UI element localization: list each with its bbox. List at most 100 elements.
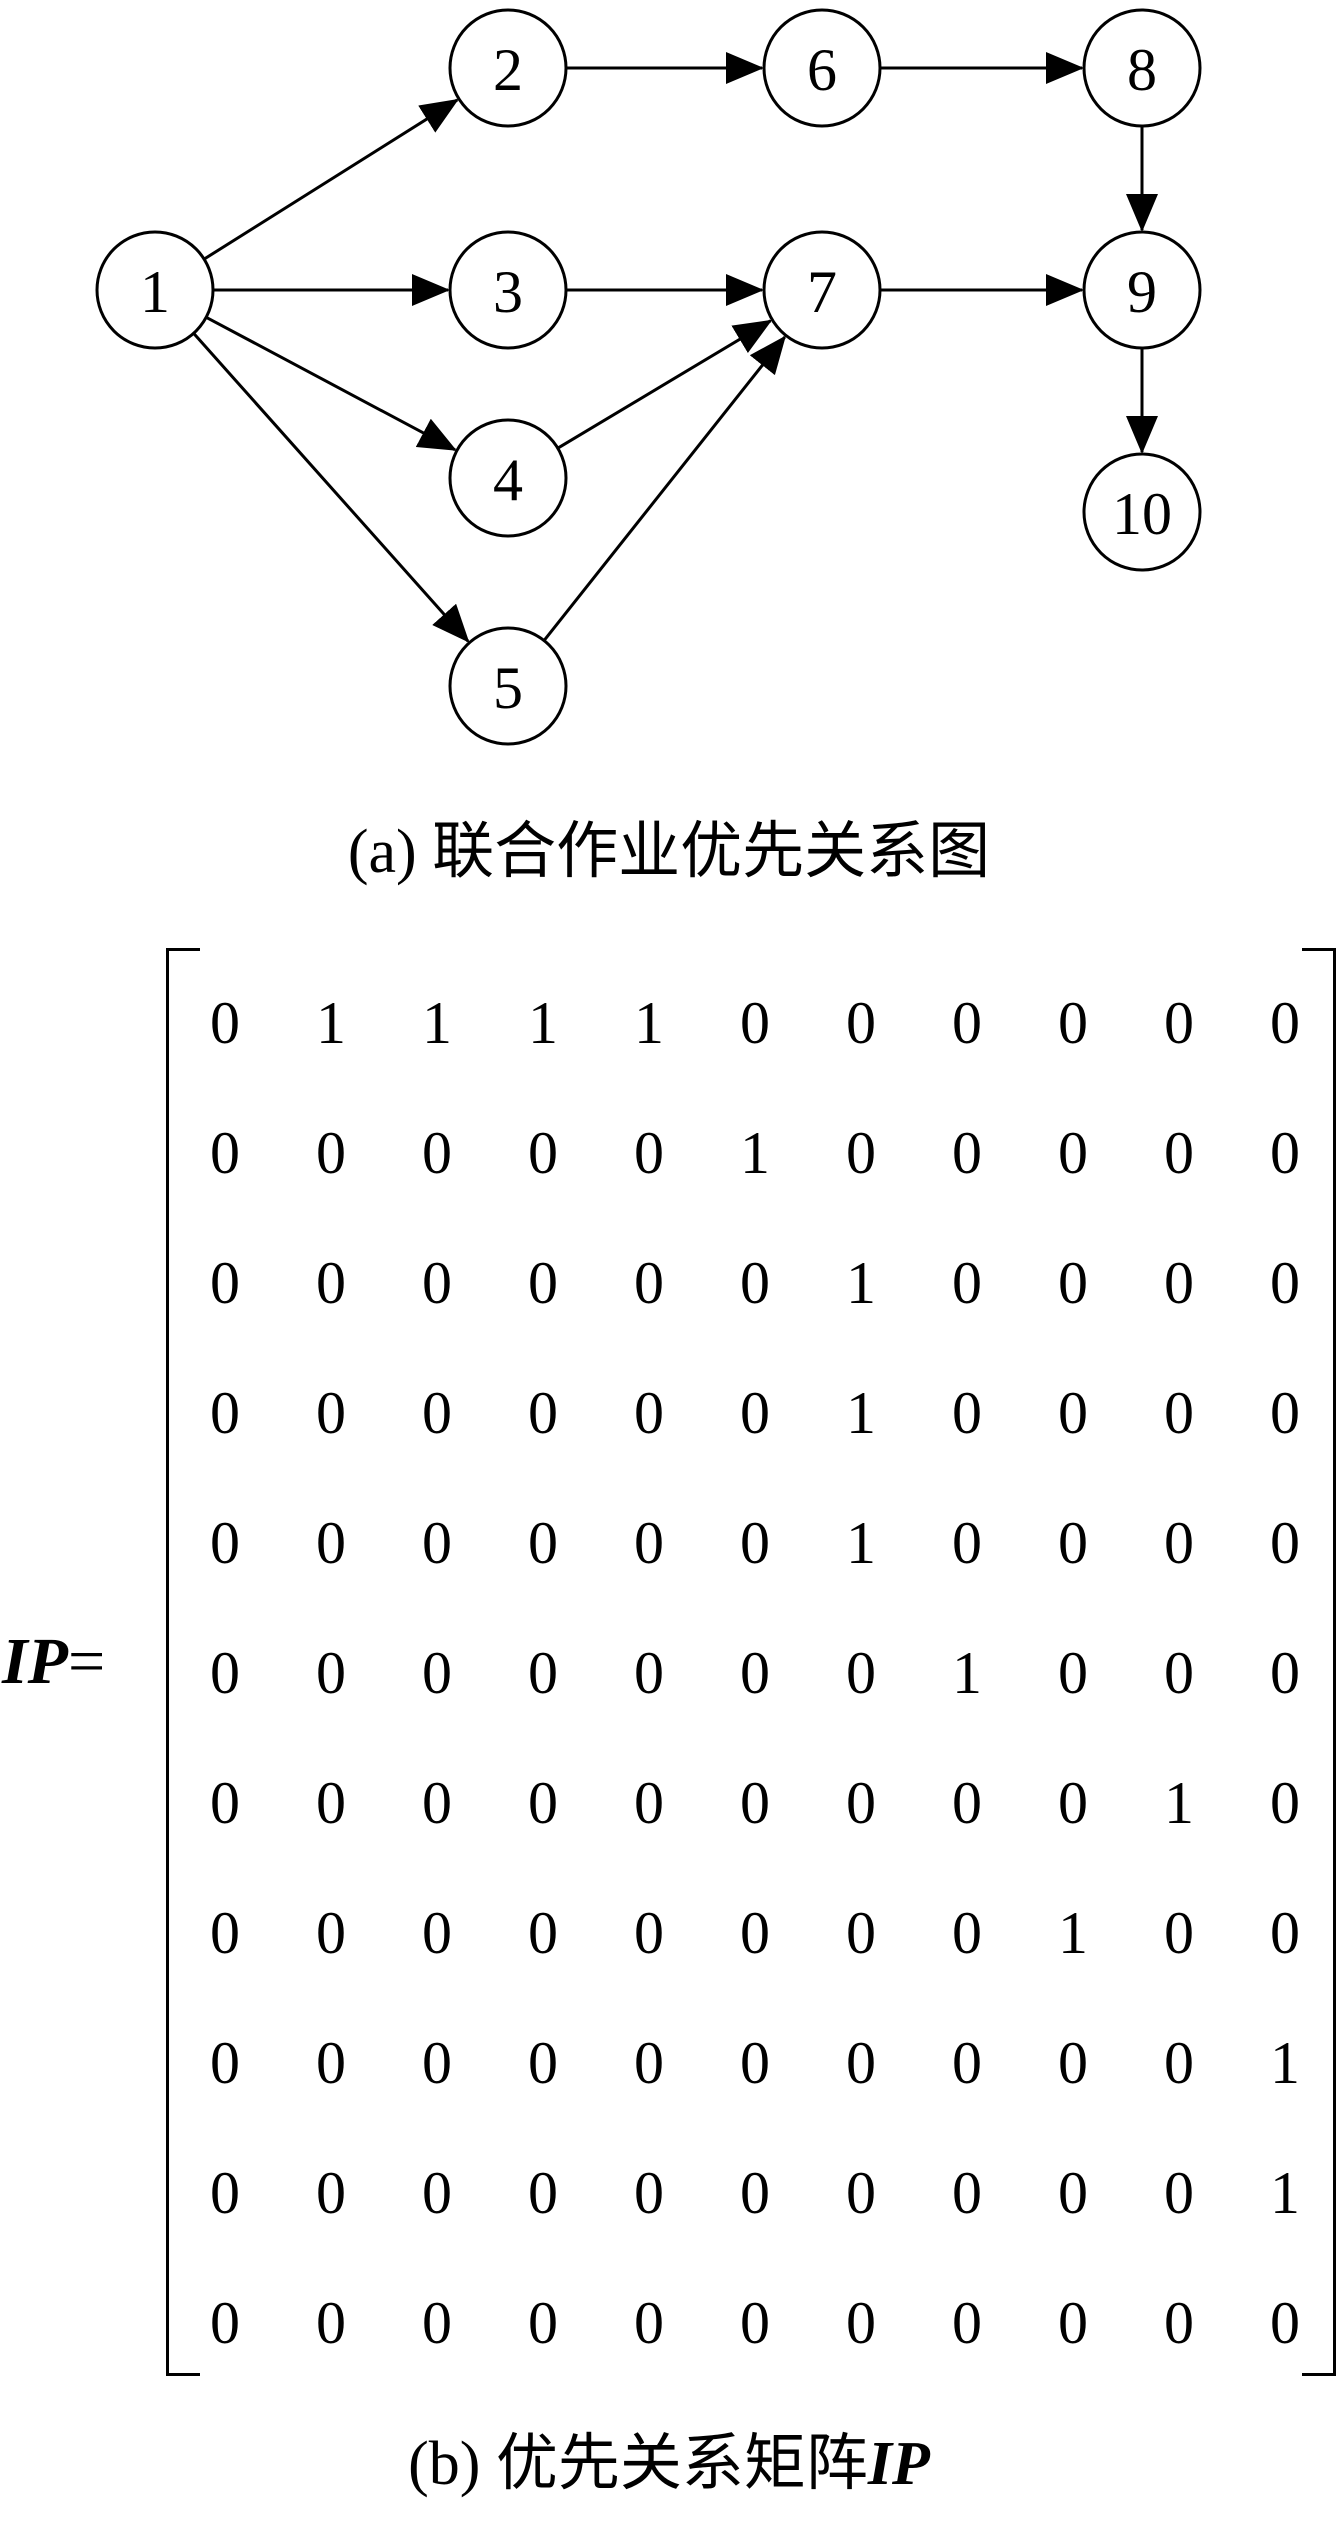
matrix-cell-r4-c7: 1: [846, 1379, 876, 1446]
matrix-label-equals: =: [68, 1625, 106, 1698]
matrix-cell-r10-c6: 0: [740, 2159, 770, 2226]
node-label: 1: [140, 259, 170, 325]
matrix-cell-r4-c2: 0: [316, 1379, 346, 1446]
matrix-cell-r1-c6: 0: [740, 989, 770, 1056]
matrix-cell-r1-c4: 1: [528, 989, 558, 1056]
matrix-cell-r11-c8: 0: [952, 2289, 982, 2356]
matrix-cell-r10-c1: 0: [210, 2159, 240, 2226]
matrix-cell-r7-c8: 0: [952, 1769, 982, 1836]
matrix-cell-r9-c6: 0: [740, 2029, 770, 2096]
matrix-cell-r8-c2: 0: [316, 1899, 346, 1966]
matrix-cell-r3-c8: 0: [952, 1249, 982, 1316]
matrix-cell-r2-c11: 0: [1270, 1119, 1300, 1186]
node-circle: [762, 8, 882, 128]
matrix-cell-r2-c5: 0: [634, 1119, 664, 1186]
matrix-cell-r9-c9: 0: [1058, 2029, 1088, 2096]
node-1: 1: [95, 230, 215, 350]
edge-4-to-7: [556, 319, 773, 450]
matrix-cell-r4-c11: 0: [1270, 1379, 1300, 1446]
matrix-cell-r8-c6: 0: [740, 1899, 770, 1966]
matrix-cell-r5-c7: 1: [846, 1509, 876, 1576]
node-circle: [762, 230, 882, 350]
matrix-cell-r9-c2: 0: [316, 2029, 346, 2096]
node-label: 8: [1127, 37, 1157, 103]
node-circle: [1082, 452, 1202, 572]
matrix-cell-r8-c9: 1: [1058, 1899, 1088, 1966]
matrix-cell-r9-c7: 0: [846, 2029, 876, 2096]
matrix-cell-r4-c4: 0: [528, 1379, 558, 1446]
matrix-cell-r3-c10: 0: [1164, 1249, 1194, 1316]
matrix-cell-r11-c1: 0: [210, 2289, 240, 2356]
node-7: 7: [762, 230, 882, 350]
node-label: 4: [493, 447, 523, 513]
matrix-cell-r8-c8: 0: [952, 1899, 982, 1966]
matrix-cell-r3-c1: 0: [210, 1249, 240, 1316]
matrix-cell-r7-c11: 0: [1270, 1769, 1300, 1836]
matrix-cell-r1-c8: 0: [952, 989, 982, 1056]
node-3: 3: [448, 230, 568, 350]
matrix-cell-r11-c2: 0: [316, 2289, 346, 2356]
matrix-cell-r6-c8: 1: [952, 1639, 982, 1706]
matrix-cell-r7-c2: 0: [316, 1769, 346, 1836]
node-8: 8: [1082, 8, 1202, 128]
matrix-cell-r2-c1: 0: [210, 1119, 240, 1186]
node-label: 2: [493, 37, 523, 103]
matrix-cell-r4-c3: 0: [422, 1379, 452, 1446]
node-10: 10: [1082, 452, 1202, 572]
matrix-cell-r8-c10: 0: [1164, 1899, 1194, 1966]
matrix-cell-r1-c1: 0: [210, 989, 240, 1056]
matrix-cell-r10-c11: 1: [1270, 2159, 1300, 2226]
caption-b: (b) 优先关系矩阵IP: [0, 2412, 1338, 2502]
matrix-cell-r2-c3: 0: [422, 1119, 452, 1186]
matrix-cell-r6-c5: 0: [634, 1639, 664, 1706]
matrix-cell-r4-c10: 0: [1164, 1379, 1194, 1446]
matrix-cell-r3-c2: 0: [316, 1249, 346, 1316]
matrix-cell-r8-c3: 0: [422, 1899, 452, 1966]
matrix-cell-r10-c2: 0: [316, 2159, 346, 2226]
node-label: 3: [493, 259, 523, 325]
matrix-cell-r1-c5: 1: [634, 989, 664, 1056]
matrix-label: IP=: [2, 1622, 105, 1702]
matrix-cell-r5-c4: 0: [528, 1509, 558, 1576]
matrix-cell-r10-c8: 0: [952, 2159, 982, 2226]
matrix-cell-r10-c7: 0: [846, 2159, 876, 2226]
matrix-cell-r1-c10: 0: [1164, 989, 1194, 1056]
matrix-cell-r6-c3: 0: [422, 1639, 452, 1706]
matrix-cell-r9-c10: 0: [1164, 2029, 1194, 2096]
matrix-cell-r10-c10: 0: [1164, 2159, 1194, 2226]
matrix-cell-r7-c1: 0: [210, 1769, 240, 1836]
matrix-cell-r3-c7: 1: [846, 1249, 876, 1316]
caption-a: (a) 联合作业优先关系图: [347, 818, 991, 886]
matrix-cell-r5-c9: 0: [1058, 1509, 1088, 1576]
matrix-cell-r1-c3: 1: [422, 989, 452, 1056]
caption-b-prefix: (b) 优先关系矩阵: [408, 2430, 868, 2498]
matrix-cell-r2-c2: 0: [316, 1119, 346, 1186]
node-label: 5: [493, 655, 523, 721]
matrix-cell-r10-c4: 0: [528, 2159, 558, 2226]
matrix-cell-r1-c7: 0: [846, 989, 876, 1056]
matrix-cell-r9-c1: 0: [210, 2029, 240, 2096]
matrix-cell-r5-c8: 0: [952, 1509, 982, 1576]
node-circle: [448, 418, 568, 538]
matrix-cell-r3-c9: 0: [1058, 1249, 1088, 1316]
matrix-cell-r4-c9: 0: [1058, 1379, 1088, 1446]
matrix-left-bracket: [166, 948, 200, 2376]
matrix-cell-r2-c4: 0: [528, 1119, 558, 1186]
matrix-cell-r8-c5: 0: [634, 1899, 664, 1966]
matrix-cell-r6-c7: 0: [846, 1639, 876, 1706]
matrix-grid: 0 1 1 1 1 0 0 0 0 0 0 0 0 0 0 0 1 0 0 0 0 0 0 0 0 0 0 0 1 0 0 0 0 0 0 0 0 0 0 1…: [170, 958, 1300, 2366]
edge-5-to-7: [542, 335, 786, 642]
matrix-cell-r2-c6: 1: [740, 1119, 770, 1186]
matrix-cell-r7-c9: 0: [1058, 1769, 1088, 1836]
matrix-cell-r10-c5: 0: [634, 2159, 664, 2226]
matrix-cell-r8-c1: 0: [210, 1899, 240, 1966]
matrix-cell-r11-c11: 0: [1270, 2289, 1300, 2356]
edges-layer: [192, 52, 1158, 643]
matrix-cell-r4-c5: 0: [634, 1379, 664, 1446]
matrix-cell-r11-c9: 0: [1058, 2289, 1088, 2356]
matrix-cell-r8-c7: 0: [846, 1899, 876, 1966]
matrix-cell-r6-c2: 0: [316, 1639, 346, 1706]
matrix-cell-r5-c2: 0: [316, 1509, 346, 1576]
